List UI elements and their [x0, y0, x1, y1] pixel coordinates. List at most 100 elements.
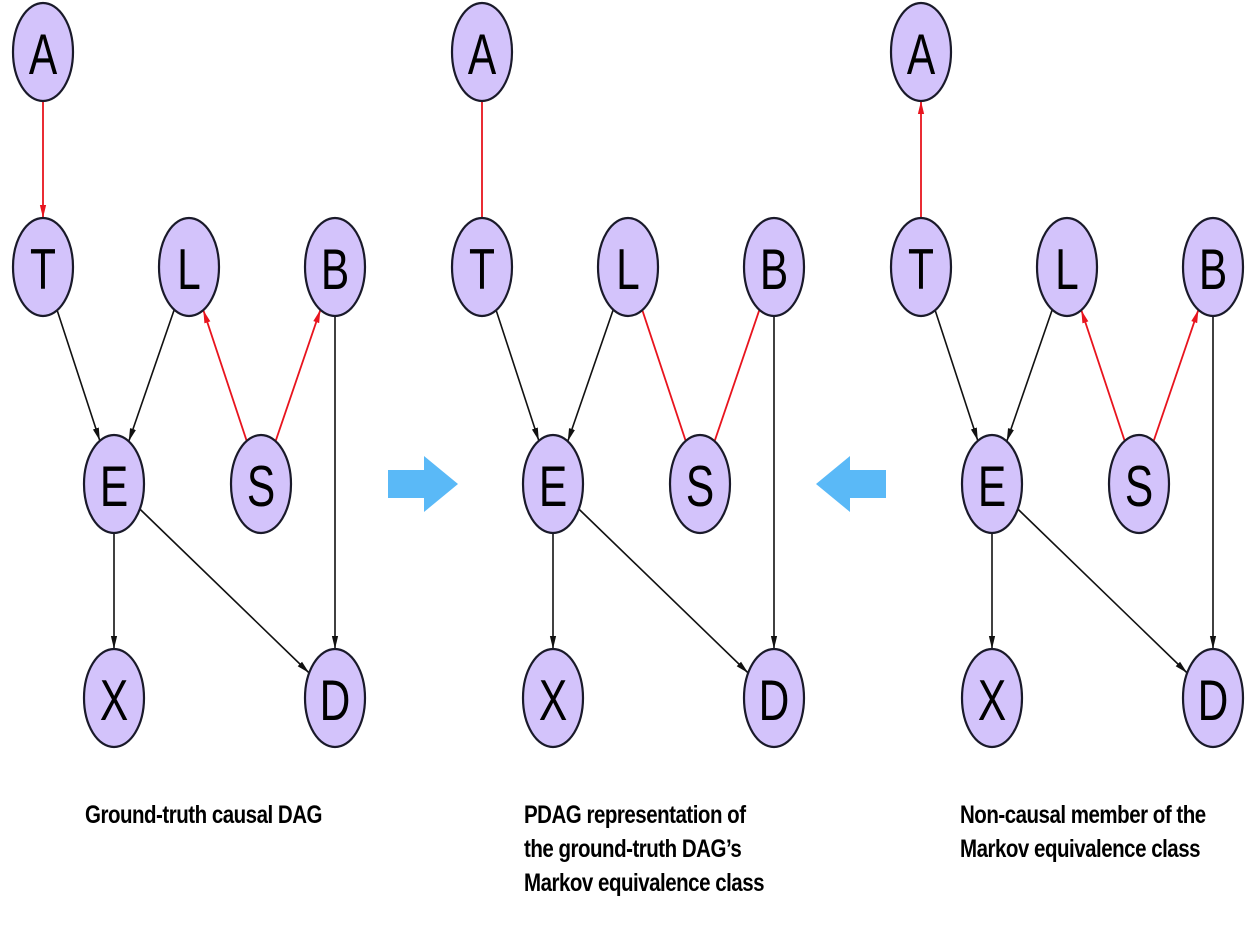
node-s: S: [668, 433, 732, 535]
graph-pdag: A T L B E S X D: [450, 1, 806, 749]
caption-line: Non-causal member of the: [960, 801, 1206, 829]
node-shape: [1181, 216, 1245, 318]
caption-pdag: PDAG representation of the ground-truth …: [524, 798, 765, 900]
node-label: X: [539, 668, 567, 733]
node-label: E: [978, 454, 1006, 519]
caption-non-causal-member: Non-causal member of the Markov equivale…: [960, 798, 1206, 866]
node-label: T: [30, 237, 56, 302]
node-label: X: [100, 668, 128, 733]
edge-e-d-directed: [139, 508, 310, 674]
node-x: X: [82, 647, 146, 749]
node-label: B: [760, 237, 788, 302]
node-label: S: [1125, 454, 1153, 519]
node-t: T: [11, 216, 75, 318]
node-t: T: [889, 216, 953, 318]
node-label: D: [759, 668, 790, 733]
edge-t-e-directed: [56, 309, 101, 442]
node-e: E: [82, 433, 146, 535]
edge-e-d-directed: [578, 508, 749, 674]
node-d: D: [742, 647, 806, 749]
caption-line: Ground-truth causal DAG: [85, 801, 322, 829]
caption-line: PDAG representation of: [524, 801, 746, 829]
edge-t-e-directed: [495, 309, 540, 442]
node-shape: [11, 216, 75, 318]
caption-ground-truth-dag: Ground-truth causal DAG: [85, 798, 322, 832]
edge-s-b-directed: [274, 309, 322, 442]
node-shape: [521, 647, 585, 749]
node-l: L: [596, 216, 660, 318]
node-label: D: [320, 668, 351, 733]
caption-line: the ground-truth DAG’s: [524, 835, 742, 863]
node-label: D: [1198, 668, 1229, 733]
node-shape: [303, 216, 367, 318]
node-shape: [596, 216, 660, 318]
edge-s-l-directed: [1080, 309, 1126, 442]
node-s: S: [229, 433, 293, 535]
graph-ground-truth-dag: A T L B E S X D: [11, 1, 367, 749]
node-label: S: [247, 454, 275, 519]
node-label: T: [908, 237, 934, 302]
node-shape: [521, 433, 585, 535]
diagram-canvas: A T L B E S X D A T L B E S X D A T L B E S X D: [11, 1, 1245, 749]
node-b: B: [742, 216, 806, 318]
edge-l-e-directed: [566, 309, 615, 442]
node-d: D: [1181, 647, 1245, 749]
node-label: L: [616, 237, 640, 302]
node-shape: [960, 647, 1024, 749]
node-a: A: [889, 1, 953, 103]
node-shape: [960, 433, 1024, 535]
edge-l-e-directed: [1005, 309, 1054, 442]
node-b: B: [1181, 216, 1245, 318]
node-t: T: [450, 216, 514, 318]
node-d: D: [303, 647, 367, 749]
edge-s-b-directed: [1152, 309, 1200, 442]
edge-s-b-undirected: [713, 309, 761, 442]
node-label: E: [100, 454, 128, 519]
node-shape: [889, 1, 953, 103]
node-label: X: [978, 668, 1006, 733]
node-a: A: [11, 1, 75, 103]
node-s: S: [1107, 433, 1171, 535]
node-shape: [11, 1, 75, 103]
node-label: A: [468, 22, 497, 87]
edge-e-d-directed: [1017, 508, 1188, 674]
node-l: L: [1035, 216, 1099, 318]
graph-non-causal-member: A T L B E S X D: [889, 1, 1245, 749]
node-shape: [450, 1, 514, 103]
node-shape: [303, 647, 367, 749]
node-label: B: [321, 237, 349, 302]
node-label: S: [686, 454, 714, 519]
caption-line: Markov equivalence class: [524, 869, 765, 897]
node-e: E: [960, 433, 1024, 535]
node-shape: [742, 216, 806, 318]
arrow-left-icon: [816, 456, 886, 512]
node-shape: [450, 216, 514, 318]
node-shape: [668, 433, 732, 535]
node-shape: [1035, 216, 1099, 318]
node-label: B: [1199, 237, 1227, 302]
node-label: T: [469, 237, 495, 302]
node-shape: [1181, 647, 1245, 749]
node-shape: [82, 647, 146, 749]
edge-l-e-directed: [127, 309, 176, 442]
edge-s-l-directed: [202, 309, 248, 442]
node-label: L: [177, 237, 201, 302]
caption-line: Markov equivalence class: [960, 835, 1201, 863]
node-shape: [889, 216, 953, 318]
node-a: A: [450, 1, 514, 103]
node-x: X: [960, 647, 1024, 749]
node-shape: [1107, 433, 1171, 535]
node-label: A: [29, 22, 58, 87]
node-x: X: [521, 647, 585, 749]
edge-s-l-undirected: [641, 309, 687, 442]
node-shape: [229, 433, 293, 535]
node-e: E: [521, 433, 585, 535]
edge-t-e-directed: [934, 309, 979, 442]
node-b: B: [303, 216, 367, 318]
node-label: E: [539, 454, 567, 519]
node-l: L: [157, 216, 221, 318]
node-label: A: [907, 22, 936, 87]
node-shape: [157, 216, 221, 318]
node-label: L: [1055, 237, 1079, 302]
node-shape: [742, 647, 806, 749]
